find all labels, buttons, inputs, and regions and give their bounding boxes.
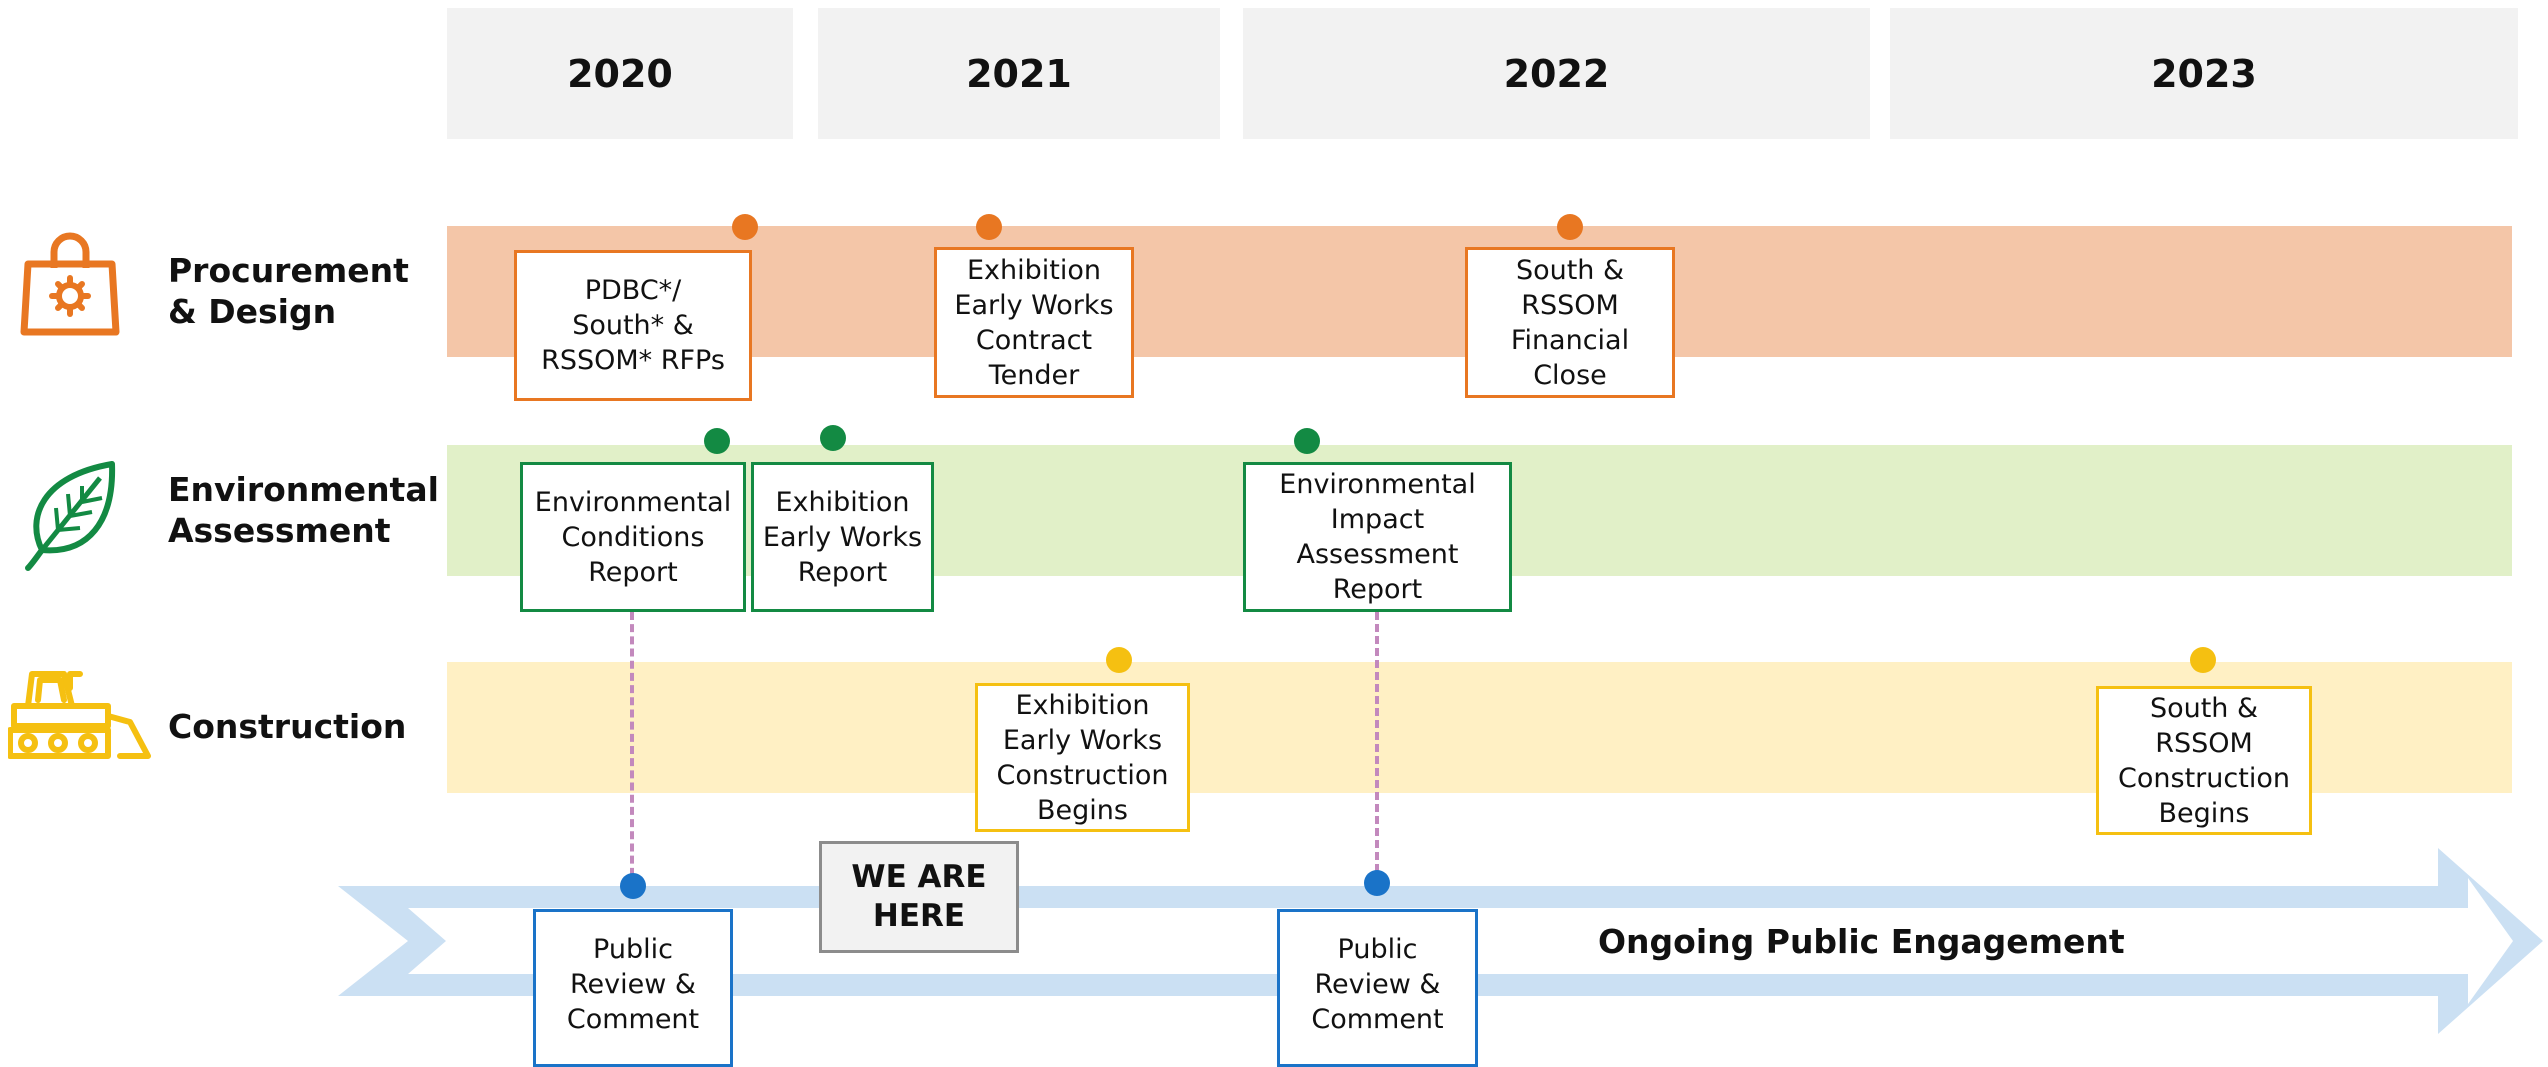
milestone-dot-early-works-construction — [1106, 647, 1132, 673]
milestone-conditions-report: Environmental Conditions Report — [520, 462, 746, 612]
environmental-label: Environmental Assessment — [168, 470, 439, 550]
milestone-dot-contract-tender — [976, 214, 1002, 240]
connector-line-eia — [1375, 612, 1379, 884]
milestone-rssom-construction: South & RSSOM Construction Begins — [2096, 686, 2312, 835]
milestone-dot-financial-close — [1557, 214, 1583, 240]
year-header-2022: 2022 — [1243, 8, 1870, 139]
review-dot-2 — [1364, 870, 1390, 896]
construction-label: Construction — [168, 707, 407, 746]
year-header-2020: 2020 — [447, 8, 793, 139]
year-header-2021: 2021 — [818, 8, 1220, 139]
milestone-early-works-construction: Exhibition Early Works Construction Begi… — [975, 683, 1190, 832]
milestone-dot-early-works-report — [820, 425, 846, 451]
we-are-here-marker: WE ARE HERE — [819, 841, 1019, 953]
engagement-label: Ongoing Public Engagement — [1598, 922, 2125, 961]
review-dot-1 — [620, 873, 646, 899]
year-header-2023: 2023 — [1890, 8, 2518, 139]
milestone-contract-tender: Exhibition Early Works Contract Tender — [934, 247, 1134, 398]
milestone-dot-rssom-construction — [2190, 647, 2216, 673]
milestone-financial-close: South & RSSOM Financial Close — [1465, 247, 1675, 398]
leaf-icon — [25, 461, 116, 571]
milestone-dot-rfps — [732, 214, 758, 240]
milestone-eia-report: Environmental Impact Assessment Report — [1243, 462, 1512, 612]
public-review-box-1: Public Review & Comment — [533, 909, 733, 1067]
procurement-label: Procurement & Design — [168, 251, 409, 331]
connector-line-ecr — [630, 612, 634, 888]
milestone-dot-eia-report — [1294, 428, 1320, 454]
milestone-early-works-report: Exhibition Early Works Report — [751, 462, 934, 612]
bulldozer-icon — [8, 671, 151, 759]
public-review-box-2: Public Review & Comment — [1277, 909, 1478, 1067]
shopping-bag-gear-icon — [20, 232, 120, 336]
milestone-dot-conditions-report — [704, 428, 730, 454]
milestone-rfps: PDBC*/ South* & RSSOM* RFPs — [514, 250, 752, 401]
